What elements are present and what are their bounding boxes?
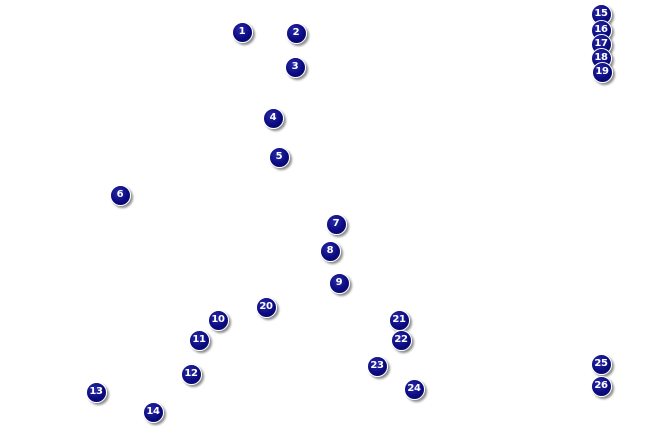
map-marker-label: 15 xyxy=(594,8,608,19)
map-marker-24[interactable]: 24 xyxy=(403,378,425,400)
map-marker-7[interactable]: 7 xyxy=(325,213,347,235)
map-marker-23[interactable]: 23 xyxy=(366,355,388,377)
map-marker-label: 8 xyxy=(326,245,334,256)
map-marker-4[interactable]: 4 xyxy=(262,107,284,129)
map-marker-label: 26 xyxy=(594,380,608,391)
map-marker-1[interactable]: 1 xyxy=(231,21,253,43)
map-marker-label: 23 xyxy=(370,360,384,371)
map-marker-21[interactable]: 21 xyxy=(388,309,410,331)
map-marker-label: 24 xyxy=(407,383,421,394)
map-marker-20[interactable]: 20 xyxy=(255,296,277,318)
map-marker-14[interactable]: 14 xyxy=(142,401,164,423)
map-marker-label: 6 xyxy=(116,189,124,200)
map-marker-label: 10 xyxy=(211,314,225,325)
map-marker-6[interactable]: 6 xyxy=(109,184,131,206)
map-marker-label: 3 xyxy=(291,61,299,72)
map-marker-label: 22 xyxy=(394,334,408,345)
map-marker-25[interactable]: 25 xyxy=(590,353,612,375)
map-marker-label: 12 xyxy=(184,368,198,379)
map-marker-label: 5 xyxy=(275,151,283,162)
map-marker-label: 7 xyxy=(332,218,340,229)
map-marker-label: 14 xyxy=(146,406,160,417)
map-marker-label: 11 xyxy=(192,334,206,345)
map-marker-9[interactable]: 9 xyxy=(328,272,350,294)
map-marker-label: 4 xyxy=(269,112,277,123)
map-marker-label: 25 xyxy=(594,358,608,369)
map-marker-12[interactable]: 12 xyxy=(180,363,202,385)
map-marker-label: 21 xyxy=(392,314,406,325)
map-marker-5[interactable]: 5 xyxy=(268,146,290,168)
map-marker-3[interactable]: 3 xyxy=(284,56,306,78)
map-marker-11[interactable]: 11 xyxy=(188,329,210,351)
map-marker-label: 13 xyxy=(89,386,103,397)
map-marker-2[interactable]: 2 xyxy=(285,22,307,44)
map-marker-label: 19 xyxy=(595,66,609,77)
map-marker-26[interactable]: 26 xyxy=(590,375,612,397)
map-marker-label: 9 xyxy=(335,277,343,288)
map-marker-label: 2 xyxy=(292,27,300,38)
map-marker-8[interactable]: 8 xyxy=(319,240,341,262)
map-marker-19[interactable]: 19 xyxy=(591,61,613,83)
map-marker-13[interactable]: 13 xyxy=(85,381,107,403)
map-marker-label: 20 xyxy=(259,301,273,312)
map-marker-22[interactable]: 22 xyxy=(390,329,412,351)
map-marker-label: 1 xyxy=(238,26,246,37)
map-marker-10[interactable]: 10 xyxy=(207,309,229,331)
